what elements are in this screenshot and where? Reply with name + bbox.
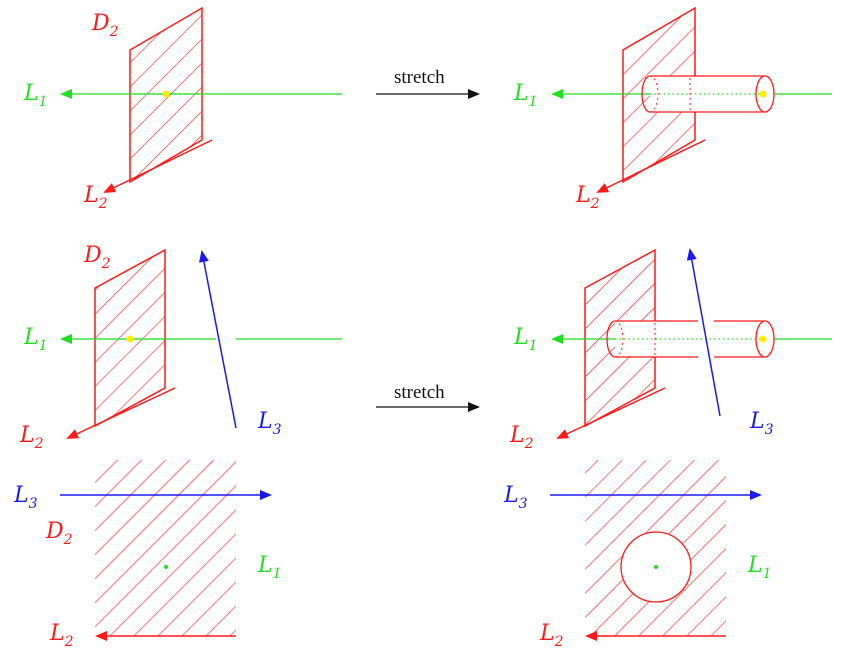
arrow-l2 — [103, 139, 213, 193]
label-l2-right: L2 — [575, 183, 600, 212]
label-d2-mid: D2 — [83, 243, 111, 272]
stretch-arrow-middle: stretch — [376, 382, 480, 412]
label-l2-mid: L2 — [19, 423, 44, 452]
stretch-label-middle: stretch — [394, 382, 445, 403]
arrow-l2-right — [596, 139, 706, 193]
label-l1: L1 — [23, 81, 48, 110]
stretch-label-top: stretch — [394, 67, 445, 88]
label-l3-flat: L3 — [13, 483, 38, 512]
label-l1-flat-right: L1 — [747, 553, 772, 582]
stretch-arrow-top: stretch — [376, 67, 480, 99]
label-d2: D2 — [91, 11, 119, 40]
label-l2: L2 — [83, 183, 108, 212]
center-point-l1-right — [654, 565, 658, 569]
label-l1-mid-right: L1 — [513, 325, 538, 354]
label-l3-flat-right: L3 — [503, 483, 528, 512]
arrow-l2-mid-right — [556, 387, 666, 439]
label-d2-flat: D2 — [45, 519, 73, 548]
tube-mid — [606, 320, 775, 358]
label-l1-flat: L1 — [257, 553, 282, 582]
arrow-l2-mid — [66, 387, 176, 439]
label-l2-flat: L2 — [49, 621, 74, 650]
disk-d2-flat — [95, 460, 236, 636]
label-l2-mid-right: L2 — [509, 423, 534, 452]
intersection-point-mid — [126, 335, 134, 343]
panel-middle-left: D2 L1 L2 L3 — [19, 243, 342, 452]
panel-top-right: L1 L2 — [513, 6, 832, 212]
arrow-l3-mid-right — [686, 248, 721, 417]
panel-middle-right: L1 L2 L3 — [509, 248, 832, 452]
tube — [641, 75, 775, 113]
panel-bottom-right: L3 L1 L2 — [503, 460, 772, 650]
center-point-l1 — [164, 565, 168, 569]
label-l1-mid: L1 — [23, 325, 48, 354]
label-l2-flat-right: L2 — [539, 621, 564, 650]
intersection-point — [162, 90, 170, 98]
panel-bottom-left: L3 D2 L1 L2 — [13, 460, 282, 650]
arrow-l3-mid — [198, 250, 237, 429]
label-l3-mid: L3 — [257, 409, 282, 438]
panel-top-left: D2 L1 L2 — [23, 6, 342, 212]
label-l1-right: L1 — [513, 81, 538, 110]
label-l3-mid-right: L3 — [749, 409, 774, 438]
